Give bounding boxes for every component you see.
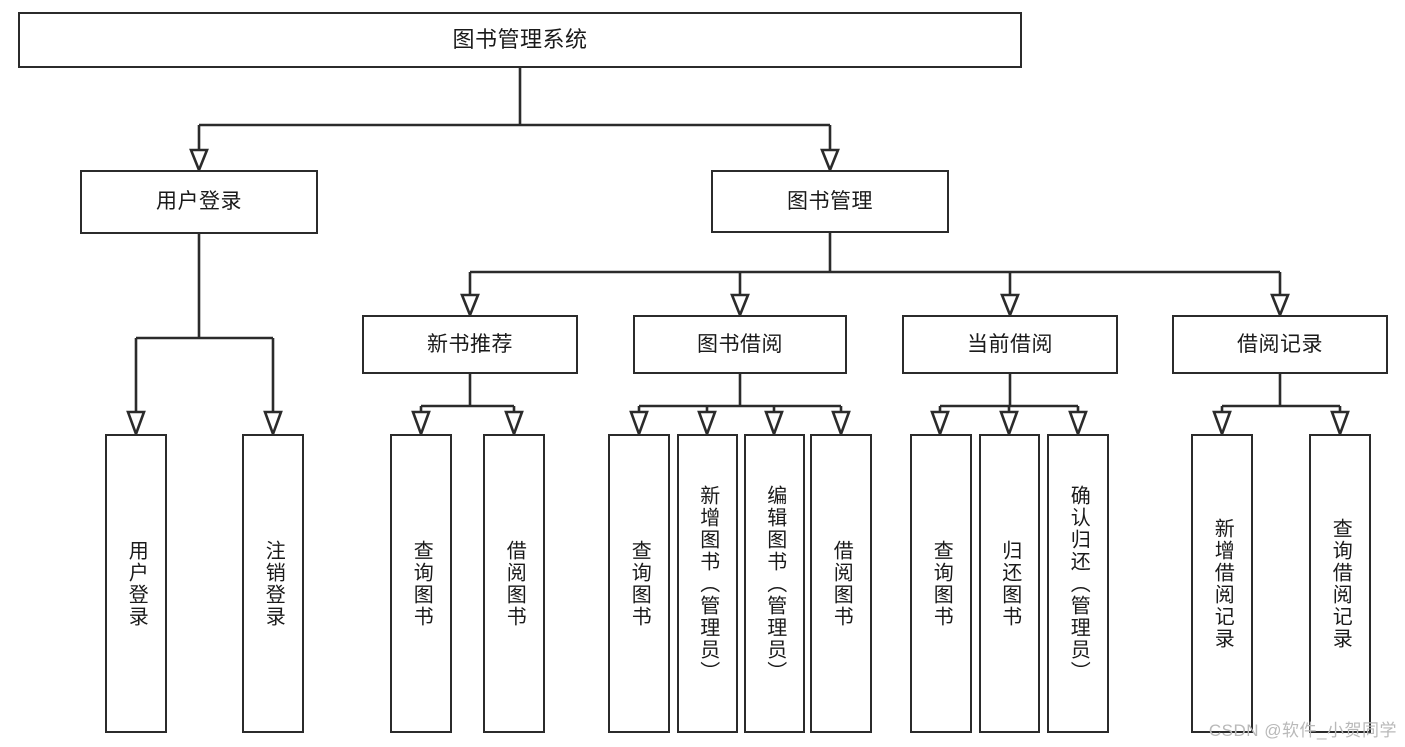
leaf-return-book[interactable]: 归还图书 xyxy=(979,434,1040,733)
node-user-login[interactable]: 用户登录 xyxy=(80,170,318,234)
node-book-borrow[interactable]: 图书借阅 xyxy=(633,315,847,374)
arrowhead-leaf-borrow-book-1 xyxy=(504,410,524,438)
arrowhead-user-login xyxy=(189,148,209,174)
leaf-query-book-recommend[interactable]: 查询图书 xyxy=(390,434,452,733)
leaf-user-login[interactable]: 用户登录 xyxy=(105,434,167,733)
arrowhead-book-mgmt xyxy=(820,148,840,174)
node-current-borrow[interactable]: 当前借阅 xyxy=(902,315,1118,374)
arrowhead-leaf-add-book xyxy=(697,410,717,438)
leaf-edit-book-admin[interactable]: 编辑图书（管理员） xyxy=(744,434,805,733)
node-new-book-recommend[interactable]: 新书推荐 xyxy=(362,315,578,374)
node-borrow-record[interactable]: 借阅记录 xyxy=(1172,315,1388,374)
arrowhead-leaf-query-book-1 xyxy=(411,410,431,438)
leaf-logout[interactable]: 注销登录 xyxy=(242,434,304,733)
watermark-text: CSDN @软件_小贺同学 xyxy=(1208,721,1397,740)
arrowhead-leaf-logout xyxy=(263,410,283,438)
arrowhead-leaf-return-book xyxy=(999,410,1019,438)
leaf-query-book-current[interactable]: 查询图书 xyxy=(910,434,972,733)
arrowhead-borrow-record xyxy=(1270,293,1290,319)
leaf-borrow-book-recommend[interactable]: 借阅图书 xyxy=(483,434,545,733)
arrowhead-leaf-edit-book xyxy=(764,410,784,438)
node-root-system[interactable]: 图书管理系统 xyxy=(18,12,1022,68)
leaf-add-borrow-record[interactable]: 新增借阅记录 xyxy=(1191,434,1253,733)
arrowhead-leaf-query-borrow-record xyxy=(1330,410,1350,438)
leaf-add-book-admin[interactable]: 新增图书（管理员） xyxy=(677,434,738,733)
arrowhead-leaf-confirm-return xyxy=(1068,410,1088,438)
arrowhead-new-book-rec xyxy=(460,293,480,319)
leaf-query-borrow-record[interactable]: 查询借阅记录 xyxy=(1309,434,1371,733)
arrowhead-leaf-add-borrow-record xyxy=(1212,410,1232,438)
arrowhead-leaf-borrow-book-2 xyxy=(831,410,851,438)
arrowhead-leaf-query-book-2 xyxy=(629,410,649,438)
leaf-query-book-borrow[interactable]: 查询图书 xyxy=(608,434,670,733)
arrowhead-book-borrow xyxy=(730,293,750,319)
leaf-confirm-return-admin[interactable]: 确认归还（管理员） xyxy=(1047,434,1109,733)
node-book-management[interactable]: 图书管理 xyxy=(711,170,949,233)
leaf-borrow-book-borrow[interactable]: 借阅图书 xyxy=(810,434,872,733)
arrowhead-leaf-query-book-3 xyxy=(930,410,950,438)
arrowhead-leaf-user-login xyxy=(126,410,146,438)
arrowhead-current-borrow xyxy=(1000,293,1020,319)
